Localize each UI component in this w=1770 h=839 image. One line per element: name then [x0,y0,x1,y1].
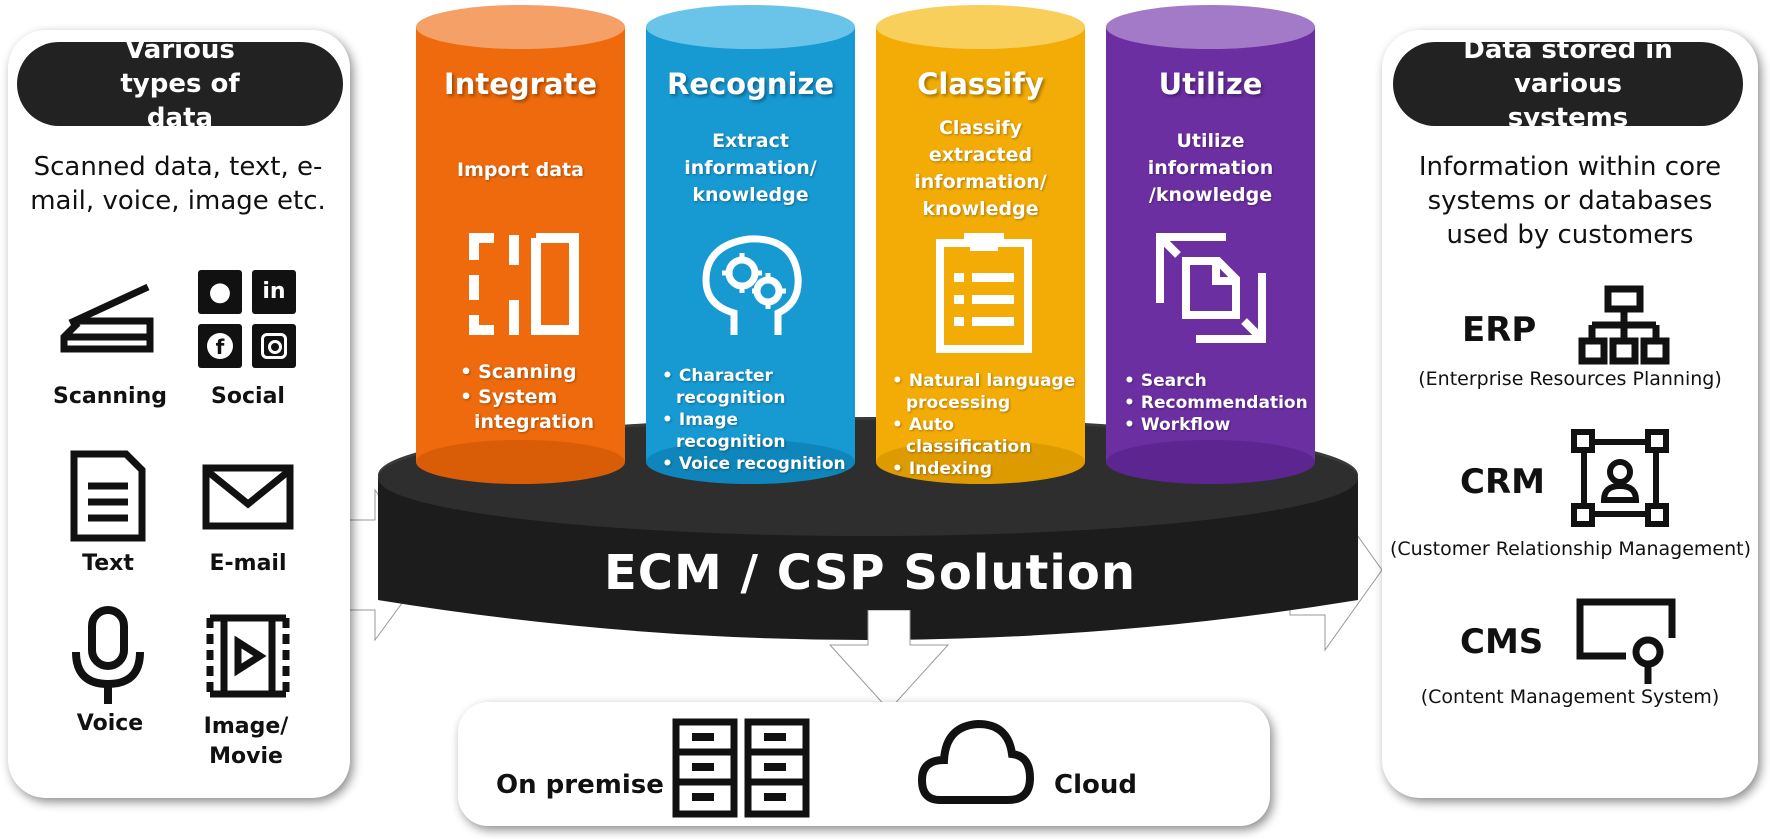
pillar-title: Integrate [443,67,598,101]
down-arrow [828,610,950,711]
platform-label: ECM / CSP Solution [603,545,1137,601]
bullet: Search [1124,370,1314,392]
pillar-title: Recognize [666,67,834,101]
bullet: Auto classification [892,414,1084,458]
pillar-title: Classify [917,67,1044,101]
microphone-icon [72,606,144,704]
server-rack-icon [672,718,810,818]
item-label-text: Text [82,551,134,576]
document-icon [70,450,146,542]
left-panel-description: Scanned data, text, e-mail, voice, image… [30,152,326,216]
pillar-subtitle: Extract information/ knowledge [684,130,817,206]
cloud-label: Cloud [1054,770,1137,800]
pillar-subtitle: Classify extracted information/ knowledg… [914,117,1047,220]
cloud-icon [918,719,1034,804]
twitter-icon: ● [198,270,242,314]
pillar-recognize: Recognize Extract information/ knowledge… [646,5,855,485]
pillar-subtitle: Utilize information /knowledge [1147,130,1274,206]
bullet: Workflow [1124,414,1314,436]
checklist-icon [936,233,1032,353]
item-label-voice: Voice [76,711,144,736]
pillar-bullets: Natural language processing Auto classif… [892,370,1084,480]
social-media-icon: ● in f [198,270,298,370]
bullet: Natural language processing [892,370,1084,414]
envelope-icon [202,464,294,530]
pillar-bullets: Scanning System integration [460,360,620,435]
system-name-cms: CMS [1460,622,1544,662]
bullet: Image recognition [662,409,852,453]
on-premise-label: On premise [496,770,664,800]
film-icon [206,614,290,698]
right-panel-title: Data stored in various systems [1393,35,1743,133]
pillar-title: Utilize [1158,67,1263,101]
org-chart-icon [1578,285,1670,365]
bullet: Voice recognition [662,453,852,475]
pillar-subtitle: Import data [457,159,584,181]
system-full-erp: (Enterprise Resources Planning) [1418,368,1722,390]
pillar-classify: Classify Classify extracted information/… [876,5,1085,485]
item-label-scanning: Scanning [52,384,167,409]
system-full-crm: (Customer Relationship Management) [1390,538,1751,560]
item-label-social: Social [211,384,285,409]
linkedin-icon: in [252,270,296,314]
bullet: Scanning [460,360,620,385]
pillar-utilize: Utilize Utilize information /knowledge S… [1106,5,1315,485]
right-panel [1382,30,1758,798]
bullet: System integration [460,385,620,435]
brain-gears-icon [702,235,802,335]
deployment-panel [458,702,1270,826]
facebook-icon: f [198,324,242,368]
crm-frame-icon [1571,429,1669,527]
bullet: Character recognition [662,365,852,409]
instagram-icon [252,324,296,368]
system-full-cms: (Content Management System) [1420,686,1720,708]
pillar-integrate: Integrate Import data Scanning System in… [416,5,625,485]
scanner-icon [60,283,154,353]
item-label-email: E-mail [209,551,287,576]
bullet: Indexing [892,458,1084,480]
right-panel-description: Information within core systems or datab… [1418,152,1722,250]
system-name-erp: ERP [1462,310,1537,350]
pillar-bullets: Character recognition Image recognition … [662,365,852,475]
left-panel [8,30,350,798]
left-panel-title: Various types of data [17,35,343,133]
bullet: Recommendation [1124,392,1314,414]
monitor-pin-icon [1576,598,1676,684]
integrate-icon [469,233,579,335]
pillar-bullets: Search Recommendation Workflow [1124,370,1314,436]
document-expand-icon [1156,233,1266,343]
system-name-crm: CRM [1460,462,1545,502]
item-label-image-movie: Image/ Movie [203,714,289,769]
